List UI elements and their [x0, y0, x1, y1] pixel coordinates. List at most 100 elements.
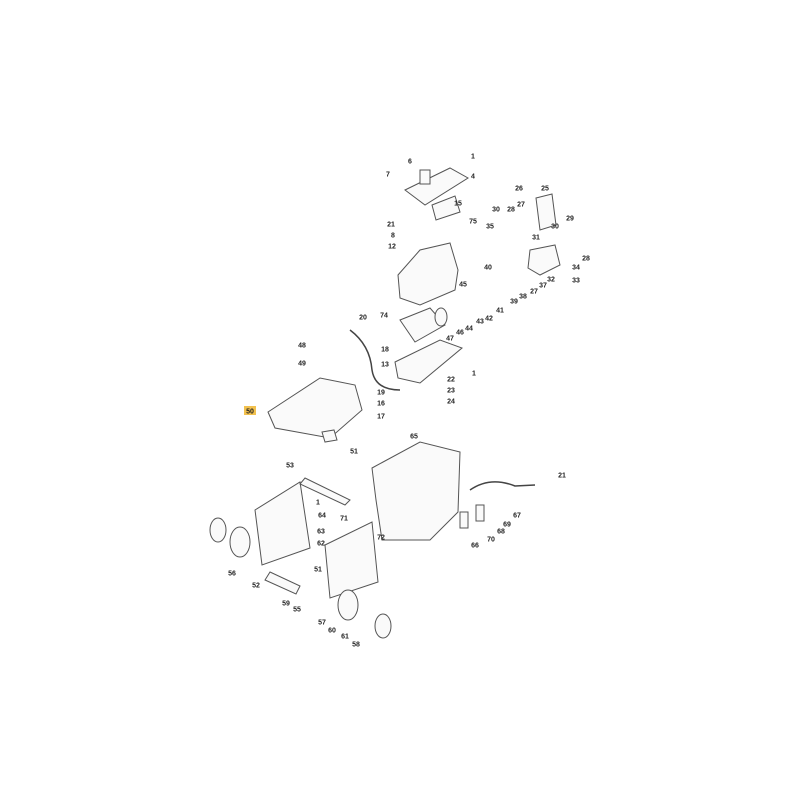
part-label[interactable]: 37 — [539, 283, 547, 290]
part-label[interactable]: 21 — [558, 473, 566, 480]
part-label[interactable]: 30 — [492, 207, 500, 214]
part-label[interactable]: 48 — [298, 343, 306, 350]
part-label[interactable]: 45 — [459, 282, 467, 289]
part-switch — [475, 504, 485, 522]
part-wheel — [209, 517, 227, 543]
part-label[interactable]: 21 — [387, 222, 395, 229]
part-label[interactable]: 51 — [314, 567, 322, 574]
part-label[interactable]: 26 — [515, 186, 523, 193]
part-label[interactable]: 41 — [496, 308, 504, 315]
highlight-marker — [244, 406, 256, 415]
part-wheel — [337, 589, 359, 621]
part-label[interactable]: 15 — [454, 201, 462, 208]
part-label[interactable]: 51 — [350, 449, 358, 456]
part-wheel — [374, 613, 392, 639]
part-label[interactable]: 28 — [507, 207, 515, 214]
part-label[interactable]: 16 — [377, 401, 385, 408]
part-label[interactable]: 72 — [377, 535, 385, 542]
part-label[interactable]: 69 — [503, 522, 511, 529]
part-label[interactable]: 65 — [410, 434, 418, 441]
part-cover-plate — [404, 167, 469, 206]
part-label[interactable]: 28 — [582, 256, 590, 263]
part-label[interactable]: 33 — [572, 278, 580, 285]
part-label[interactable]: 74 — [380, 313, 388, 320]
parts — [209, 167, 561, 639]
part-label[interactable]: 59 — [282, 601, 290, 608]
part-label[interactable]: 71 — [340, 516, 348, 523]
part-label[interactable]: 40 — [484, 265, 492, 272]
part-housing — [397, 242, 459, 306]
part-label[interactable]: 25 — [541, 186, 549, 193]
part-bracket-bottom — [264, 571, 301, 595]
part-label[interactable]: 32 — [547, 277, 555, 284]
part-label[interactable]: 27 — [530, 289, 538, 296]
part-label[interactable]: 60 — [328, 628, 336, 635]
part-label[interactable]: 23 — [447, 388, 455, 395]
part-label[interactable]: 50 — [246, 409, 254, 416]
part-label[interactable]: 75 — [469, 219, 477, 226]
part-label[interactable]: 55 — [293, 607, 301, 614]
part-label[interactable]: 34 — [572, 265, 580, 272]
part-label[interactable]: 53 — [286, 463, 294, 470]
part-wheel — [229, 526, 251, 558]
part-label[interactable]: 56 — [228, 571, 236, 578]
part-label[interactable]: 18 — [381, 347, 389, 354]
part-label[interactable]: 61 — [341, 634, 349, 641]
part-label[interactable]: 64 — [318, 513, 326, 520]
part-label[interactable]: 1 — [316, 500, 320, 507]
part-label[interactable]: 29 — [566, 216, 574, 223]
part-bracket-top — [299, 477, 351, 506]
part-fan — [434, 307, 448, 327]
part-label[interactable]: 7 — [386, 172, 390, 179]
part-label[interactable]: 24 — [447, 399, 455, 406]
part-knob — [321, 429, 338, 443]
part-valve — [459, 511, 469, 529]
part-label[interactable]: 12 — [388, 244, 396, 251]
part-label[interactable]: 27 — [517, 202, 525, 209]
part-label[interactable]: 22 — [447, 377, 455, 384]
part-hose — [469, 481, 536, 491]
part-label[interactable]: 44 — [465, 326, 473, 333]
part-label[interactable]: 13 — [381, 362, 389, 369]
part-label[interactable]: 52 — [252, 583, 260, 590]
part-label[interactable]: 35 — [486, 224, 494, 231]
part-label[interactable]: 57 — [318, 620, 326, 627]
part-label[interactable]: 1 — [472, 371, 476, 378]
part-compressor-head — [527, 244, 561, 276]
part-label[interactable]: 1 — [471, 154, 475, 161]
part-tank — [371, 441, 461, 541]
part-label[interactable]: 68 — [497, 529, 505, 536]
part-base-tray — [394, 339, 463, 384]
part-label[interactable]: 42 — [485, 316, 493, 323]
part-frame-front — [324, 521, 379, 599]
part-label[interactable]: 20 — [359, 315, 367, 322]
part-label[interactable]: 67 — [513, 513, 521, 520]
part-label[interactable]: 49 — [298, 361, 306, 368]
part-cable — [349, 329, 401, 391]
part-label[interactable]: 8 — [391, 233, 395, 240]
part-label[interactable]: 19 — [377, 390, 385, 397]
part-label[interactable]: 4 — [471, 174, 475, 181]
part-label[interactable]: 70 — [487, 537, 495, 544]
part-label[interactable]: 30 — [551, 224, 559, 231]
part-label[interactable]: 58 — [352, 642, 360, 649]
part-label[interactable]: 38 — [519, 294, 527, 301]
part-label[interactable]: 17 — [377, 414, 385, 421]
part-label[interactable]: 39 — [510, 299, 518, 306]
part-label[interactable]: 66 — [471, 543, 479, 550]
part-label[interactable]: 31 — [532, 235, 540, 242]
part-label[interactable]: 62 — [317, 541, 325, 548]
part-lid — [267, 377, 363, 439]
part-motor — [399, 307, 446, 343]
part-label[interactable]: 43 — [476, 319, 484, 326]
part-label[interactable]: 47 — [446, 336, 454, 343]
part-label[interactable]: 63 — [317, 529, 325, 536]
part-handle — [431, 195, 461, 221]
part-capacitor — [419, 169, 431, 185]
part-label[interactable]: 6 — [408, 159, 412, 166]
part-filter — [535, 193, 557, 231]
part-label[interactable]: 46 — [456, 330, 464, 337]
